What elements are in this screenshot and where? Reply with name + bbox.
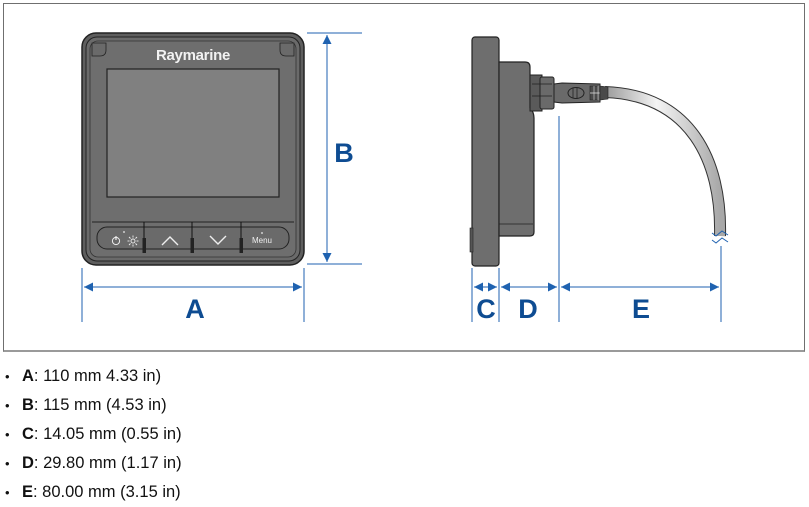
front-view-device: Raymarine Menu [81,32,305,266]
up-button[interactable] [161,236,179,246]
spec-value: : 80.00 mm (3.15 in) [33,483,181,501]
power-brightness-button[interactable] [111,231,139,247]
cable [604,87,726,237]
corner-tab-left [91,42,107,57]
chevron-down-icon [209,235,227,245]
spec-item-d: D: 29.80 mm (1.17 in) [0,449,182,478]
brand-logo: Raymarine [156,47,230,64]
dimension-diagram: Raymarine Menu [81,32,729,324]
spec-item-c: C: 14.05 mm (0.55 in) [0,420,182,449]
corner-tab-right [279,42,295,57]
dimension-d: D [501,116,560,324]
spec-item-a: A: 110 mm 4.33 in) [0,362,182,391]
cable-break-mark-top [711,230,729,237]
spec-item-b: B: 115 mm (4.53 in) [0,391,182,420]
display-screen [106,68,280,198]
cable-outline [604,86,727,237]
side-button-edge [469,227,474,253]
spec-key: C [22,425,34,443]
dimension-b: B [307,32,362,265]
dimension-label-e: E [632,294,650,324]
dimension-a: A [81,268,305,324]
spec-value: : 110 mm 4.33 in) [33,367,162,385]
spec-key: B [22,396,34,414]
indicator-dot [123,231,125,233]
spec-value: : 14.05 mm (0.55 in) [33,425,182,443]
spec-item-e: E: 80.00 mm (3.15 in) [0,478,182,507]
side-view-device [469,36,729,267]
spec-value: : 115 mm (4.53 in) [33,396,167,414]
dimension-spec-list: A: 110 mm 4.33 in) B: 115 mm (4.53 in) C… [0,362,182,507]
spec-key: A [22,367,34,385]
dimension-label-c: C [476,294,496,324]
dimension-c: C [471,268,500,324]
dimension-label-b: B [334,138,354,168]
spec-key: E [22,483,34,501]
cable-break-mark-bottom [711,237,729,244]
brightness-icon [127,235,139,247]
menu-button[interactable]: Menu [252,232,272,245]
key-separators [142,222,243,253]
spec-value: : 29.80 mm (1.17 in) [33,454,182,472]
side-bezel [471,36,500,267]
rear-housing [498,61,535,237]
connector-grip-icon [567,87,585,99]
dimension-label-d: D [518,294,538,324]
dimension-e: E [561,246,722,324]
dimension-label-a: A [185,294,205,324]
chevron-up-icon [161,236,179,246]
spec-key: D [22,454,34,472]
down-button[interactable] [209,235,227,245]
menu-indicator-dot [261,232,263,234]
cable-connector [529,74,609,112]
menu-button-label: Menu [252,236,272,245]
